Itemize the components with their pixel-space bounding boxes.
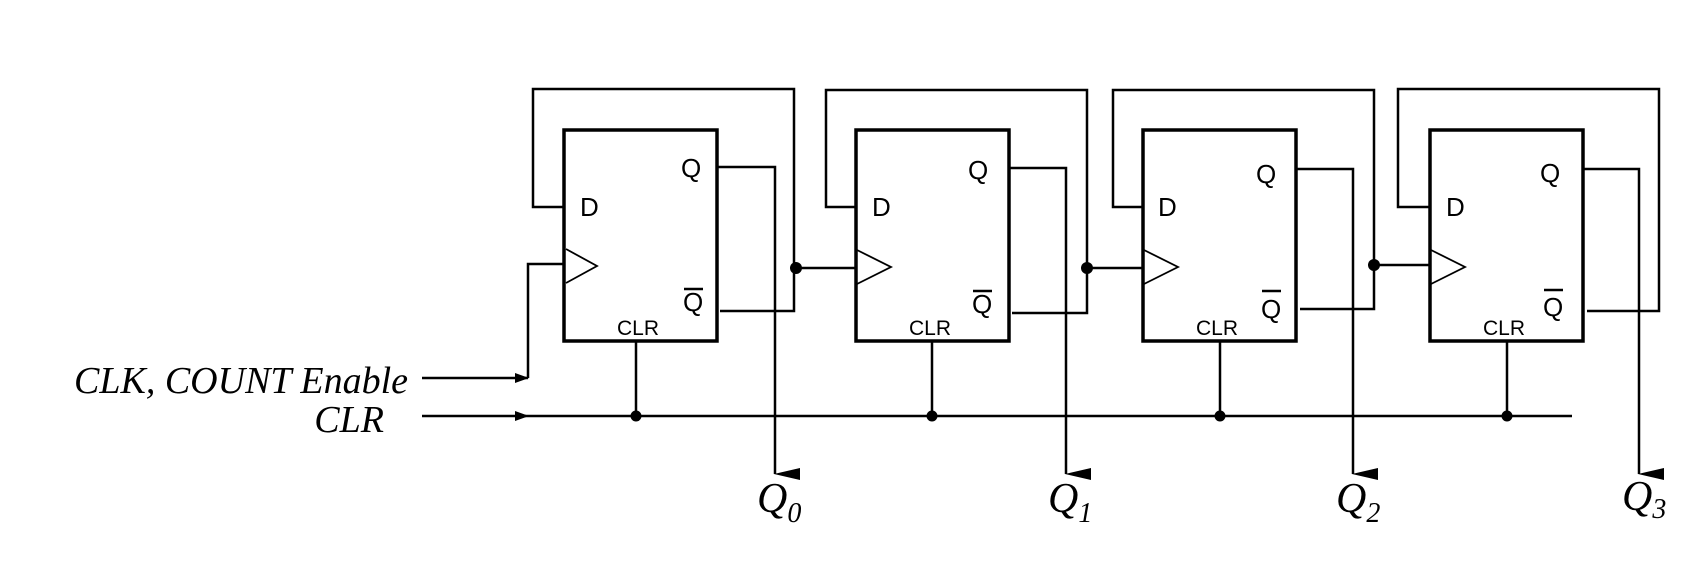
output-label-0: Q0 bbox=[757, 476, 801, 529]
feedback-wire-3 bbox=[1396, 87, 1661, 313]
clr-input-label: CLR bbox=[314, 399, 384, 441]
clr-junction-3 bbox=[1501, 410, 1513, 422]
q-pin-label-1: Q bbox=[968, 155, 988, 185]
feedback-wire-0 bbox=[531, 87, 796, 313]
flip-flop-box-0 bbox=[562, 128, 719, 343]
output-label-1: Q1 bbox=[1048, 476, 1092, 529]
feedback-wire-1 bbox=[824, 88, 1089, 315]
flip-flop-3: D Q Q CLR Q3 bbox=[1396, 87, 1666, 525]
d-pin-label-0: D bbox=[580, 192, 599, 222]
q-pin-label-2: Q bbox=[1256, 159, 1276, 189]
qbar-pin-label-0: Q bbox=[683, 287, 703, 317]
d-pin-label-3: D bbox=[1446, 192, 1465, 222]
clr-pin-label-2: CLR bbox=[1196, 317, 1238, 340]
qbar-pin-label-1: Q bbox=[972, 289, 992, 319]
flip-flop-1: D Q Q CLR Q1 bbox=[824, 88, 1144, 529]
clk-count-enable-label: CLK, COUNT Enable bbox=[74, 360, 408, 402]
d-pin-label-1: D bbox=[872, 192, 891, 222]
clk-wire bbox=[526, 262, 566, 378]
q-output-wire-0 bbox=[717, 165, 800, 480]
qbar-pin-label-3: Q bbox=[1543, 292, 1563, 322]
clock-input-1 bbox=[856, 249, 894, 285]
clock-input-3 bbox=[1430, 249, 1468, 285]
q-output-wire-3 bbox=[1583, 167, 1664, 480]
clr-junction-1 bbox=[926, 410, 938, 422]
output-subscript-0: 0 bbox=[787, 498, 801, 529]
output-label-2: Q2 bbox=[1336, 476, 1380, 529]
q-output-wire-1 bbox=[1009, 166, 1091, 480]
q-pin-label-0: Q bbox=[681, 153, 701, 183]
feedback-wire-2 bbox=[1111, 88, 1376, 311]
output-label-3: Q3 bbox=[1622, 474, 1666, 525]
clr-pin-label-3: CLR bbox=[1483, 317, 1525, 340]
clr-pin-label-0: CLR bbox=[617, 317, 659, 340]
output-name-3: Q bbox=[1622, 474, 1652, 520]
flip-flop-2: D Q Q CLR Q2 bbox=[1111, 88, 1431, 529]
output-name-0: Q bbox=[757, 476, 787, 522]
output-name-2: Q bbox=[1336, 476, 1366, 522]
output-subscript-2: 2 bbox=[1366, 498, 1380, 529]
flip-flop-box-1 bbox=[854, 128, 1011, 343]
flip-flop-0: D Q Q CLR Q0 bbox=[531, 87, 857, 529]
d-pin-label-2: D bbox=[1158, 192, 1177, 222]
clr-junction-2 bbox=[1214, 410, 1226, 422]
flip-flop-box-3 bbox=[1428, 128, 1585, 343]
q-pin-label-3: Q bbox=[1540, 158, 1560, 188]
clr-junction-0 bbox=[630, 410, 642, 422]
qbar-pin-label-2: Q bbox=[1261, 294, 1281, 324]
output-subscript-1: 1 bbox=[1078, 498, 1092, 529]
output-name-1: Q bbox=[1048, 476, 1078, 522]
output-subscript-3: 3 bbox=[1651, 494, 1666, 525]
clock-input-2 bbox=[1143, 249, 1181, 285]
q-output-wire-2 bbox=[1296, 167, 1378, 480]
clock-input-0 bbox=[565, 248, 599, 284]
clr-pin-label-1: CLR bbox=[909, 317, 951, 340]
